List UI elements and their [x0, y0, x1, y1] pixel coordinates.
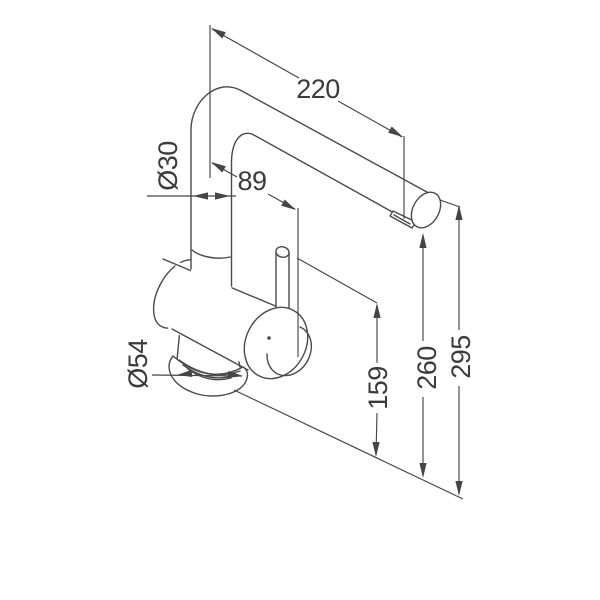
- spout-fill: [191, 86, 440, 292]
- front-cap-silhouette: [243, 306, 309, 380]
- dimension-labels: 220 89 Ø30 Ø54 159 260 295: [123, 74, 476, 410]
- front-cap-dot: [267, 336, 271, 340]
- label-base-diameter: Ø54: [123, 339, 153, 389]
- flange-ring-1: [178, 359, 241, 376]
- ext-line-handle-top: [296, 257, 378, 304]
- arrow-220-left: [211, 28, 226, 39]
- dimension-total-height: [439, 199, 463, 496]
- arrow-89-left: [211, 162, 226, 173]
- body-bottom-edge: [171, 328, 249, 371]
- arrow-d54-left: [177, 369, 193, 378]
- arrow-d54-right: [227, 370, 243, 379]
- dimension-tube-diameter: [147, 192, 236, 200]
- dimension-spout-reach: [209, 25, 405, 219]
- arrow-89-right: [281, 199, 296, 210]
- arrow-159-bottom: [372, 442, 380, 457]
- faucet-outline: [152, 86, 442, 397]
- arrow-d30-left: [193, 192, 208, 200]
- dimension-annotations: [147, 25, 464, 500]
- arrow-220-right: [388, 126, 403, 137]
- arrow-260-bottom: [419, 463, 427, 478]
- aerator-line: [393, 214, 411, 225]
- arrow-d30-right: [215, 192, 230, 200]
- label-spout-reach: 220: [296, 74, 340, 104]
- dimension-spout-height: [419, 233, 427, 478]
- label-body-offset: 89: [237, 166, 266, 196]
- arrow-295-top: [455, 205, 463, 220]
- spout-inner-edge: [230, 132, 397, 287]
- label-handle-height: 159: [363, 366, 393, 410]
- handle-rod-top-cap: [275, 246, 290, 258]
- label-spout-height: 260: [412, 346, 442, 390]
- front-cap-face-rim: [266, 326, 313, 377]
- dimension-body-offset: [211, 162, 299, 357]
- arrow-260-top: [419, 233, 427, 248]
- riser-joint-ring: [191, 249, 231, 259]
- label-total-height: 295: [446, 335, 476, 379]
- dimension-base-diameter: [151, 369, 243, 379]
- label-tube-diameter: Ø30: [153, 141, 183, 191]
- spout-assembly: [190, 86, 442, 292]
- dim-line-220-a: [211, 28, 300, 79]
- arrow-159-top: [373, 303, 381, 318]
- spout-outer-edge: [190, 86, 437, 270]
- baseline: [233, 389, 464, 500]
- arrow-295-bottom: [455, 481, 463, 496]
- body-front-cap: [243, 306, 313, 380]
- dim-line-d54: [151, 374, 243, 377]
- ext-line-spout-top: [439, 199, 461, 208]
- spout-outlet-ellipse: [410, 191, 442, 229]
- dimension-handle-height: [296, 257, 381, 457]
